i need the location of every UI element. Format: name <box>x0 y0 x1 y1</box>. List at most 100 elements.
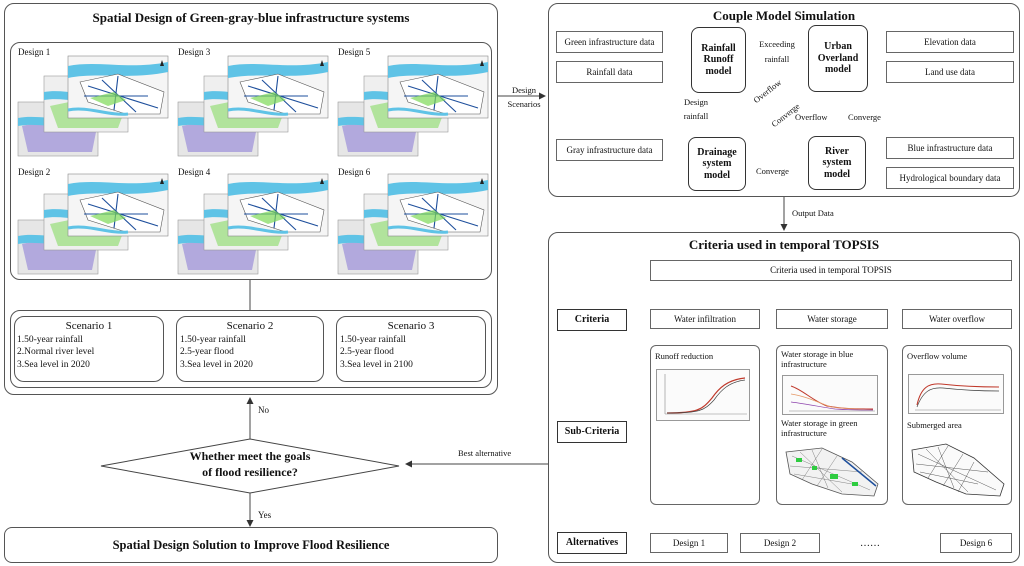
overflow-volume-label: Overflow volume <box>907 351 968 361</box>
scenario-1-lines: 1.50-year rainfall 2.Normal river level … <box>17 334 94 371</box>
scenario-3-line-1: 1.50-year rainfall <box>340 335 406 345</box>
no-label: No <box>258 405 269 415</box>
yes-label: Yes <box>258 510 272 520</box>
spatial-design-title: Spatial Design of Green-gray-blue infras… <box>92 10 410 25</box>
criteria-row-label: Criteria <box>557 309 627 331</box>
storage-green-line-2: infrastructure <box>781 427 827 438</box>
urban-model-line-3: model <box>824 64 852 76</box>
scenario-3-line-3: 3.Sea level in 2100 <box>340 359 413 370</box>
storage-blue-label: Water storage in blue infrastructure <box>781 349 854 370</box>
design-label-3: Design 3 <box>178 47 211 57</box>
design-label-2: Design 2 <box>18 167 51 177</box>
topsis-title: Criteria used in temporal TOPSIS <box>688 237 880 252</box>
scenario-2-box <box>176 316 324 382</box>
storage-blue-line-2: infrastructure <box>781 358 827 369</box>
decision-line-1: Whether meet the goals <box>189 449 311 463</box>
scenario-2-line-2: 2.5-year flood <box>180 347 234 358</box>
submerged-area-label: Submerged area <box>907 420 962 430</box>
land-use-data: Land use data <box>886 61 1014 83</box>
design-map-4 <box>17 173 169 275</box>
urban-model-line-1: Urban <box>824 41 852 53</box>
design-label-4: Design 4 <box>178 167 211 177</box>
gray-infrastructure-data: Gray infrastructure data <box>556 139 663 161</box>
converge-label-2: Converge <box>848 112 881 122</box>
alternative-design-1: Design 1 <box>650 533 728 553</box>
scenario-1-line-3: 3.Sea level in 2020 <box>17 359 90 370</box>
scenario-3-lines: 1.50-year rainfall 2.5-year flood 3.Sea … <box>340 334 413 371</box>
design-scenarios-line-2: Scenarios <box>507 98 541 109</box>
alternative-design-6: Design 6 <box>940 533 1012 553</box>
decision-text: Whether meet the goals of flood resilien… <box>150 449 350 480</box>
scenario-2-lines: 1.50-year rainfall 2.5-year flood 3.Sea … <box>180 334 253 371</box>
sub-criteria-row-label: Sub-Criteria <box>557 421 627 443</box>
alternatives-row-label: Alternatives <box>557 532 627 554</box>
overflow-volume-plot <box>908 374 1004 414</box>
solution-text: Spatial Design Solution to Improve Flood… <box>112 538 390 552</box>
design-map-6 <box>337 173 489 275</box>
river-system-model: River system model <box>808 136 866 190</box>
design-label-5: Design 5 <box>338 47 371 57</box>
exceeding-rainfall-label: Exceeding rainfall <box>752 39 802 65</box>
couple-model-title: Couple Model Simulation <box>712 8 856 23</box>
storage-green-label: Water storage in green infrastructure <box>781 418 858 439</box>
design-map-5 <box>177 173 329 275</box>
rainfall-model-line-2: Runoff <box>703 54 734 66</box>
river-model-line-2: system <box>822 157 852 169</box>
scenario-2-line-3: 3.Sea level in 2020 <box>180 359 253 370</box>
elevation-data: Elevation data <box>886 31 1014 53</box>
exceeding-line-2: rainfall <box>764 53 790 64</box>
scenario-1-title: Scenario 1 <box>65 320 113 332</box>
runoff-reduction-plot <box>656 369 750 421</box>
hydrological-boundary-data: Hydrological boundary data <box>886 167 1014 189</box>
river-model-line-3: model <box>823 168 851 180</box>
urban-model-line-2: Overland <box>817 52 859 64</box>
design-map-2 <box>177 55 329 157</box>
solution-box <box>4 527 498 563</box>
scenario-3-box <box>336 316 486 382</box>
storage-green-line-1: Water storage in green <box>781 418 858 428</box>
rainfall-model-line-3: model <box>705 65 732 77</box>
design-label-1: Design 1 <box>18 47 51 57</box>
storage-blue-plot <box>782 375 878 415</box>
design-label-6: Design 6 <box>338 167 371 177</box>
rainfall-model-line-1: Rainfall <box>701 42 736 54</box>
river-model-line-1: River <box>825 145 849 157</box>
urban-overland-model: Urban Overland model <box>808 25 868 92</box>
best-alternative-label: Best alternative <box>458 448 512 458</box>
design-map-1 <box>17 55 169 157</box>
alternative-design-2: Design 2 <box>740 533 820 553</box>
storage-green-map <box>785 447 879 497</box>
blue-infrastructure-data: Blue infrastructure data <box>886 137 1014 159</box>
converge-label-3: Converge <box>756 166 789 176</box>
decision-line-2: of flood resilience? <box>202 464 298 479</box>
submerged-area-map <box>911 443 1005 497</box>
drainage-model-line-3: model <box>703 169 731 181</box>
scenario-1-box <box>14 316 164 382</box>
scenario-1-line-1: 1.50-year rainfall <box>17 335 83 345</box>
output-data-label: Output Data <box>792 208 834 218</box>
exceeding-line-1: Exceeding <box>759 39 795 49</box>
design-rainfall-line-1: Design <box>683 97 709 107</box>
storage-blue-line-1: Water storage in blue <box>781 349 854 359</box>
topsis-header-box: Criteria used in temporal TOPSIS <box>650 260 1012 281</box>
criteria-water-storage: Water storage <box>776 309 888 329</box>
criteria-water-overflow: Water overflow <box>902 309 1012 329</box>
alternative-ellipsis: …… <box>860 538 880 549</box>
scenario-3-title: Scenario 3 <box>387 320 435 332</box>
design-map-3 <box>337 55 489 157</box>
scenario-1-line-2: 2.Normal river level <box>17 347 95 358</box>
overflow-label-2: Overflow <box>795 112 828 122</box>
design-rainfall-line-2: rainfall <box>683 110 709 121</box>
drainage-model-line-1: Drainage <box>697 146 737 158</box>
green-infrastructure-data: Green infrastructure data <box>556 31 663 53</box>
rainfall-data: Rainfall data <box>556 61 663 83</box>
design-scenarios-line-1: Design <box>511 85 537 95</box>
scenario-3-line-2: 2.5-year flood <box>340 347 394 358</box>
decision-diamond <box>100 438 400 494</box>
runoff-reduction-label: Runoff reduction <box>655 351 714 361</box>
scenario-2-title: Scenario 2 <box>226 320 274 332</box>
design-rainfall-label: Design rainfall <box>676 97 716 122</box>
criteria-water-infiltration: Water infiltration <box>650 309 760 329</box>
drainage-model-line-2: system <box>702 158 732 170</box>
design-maps <box>17 55 489 275</box>
